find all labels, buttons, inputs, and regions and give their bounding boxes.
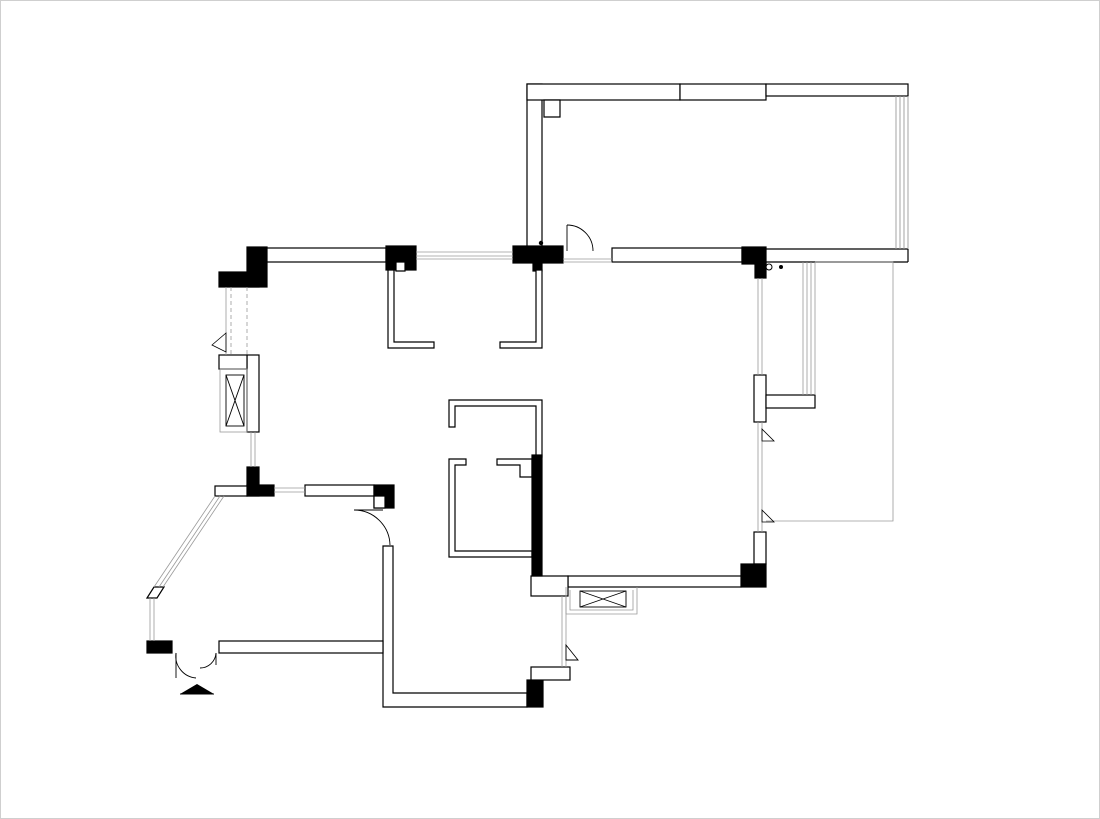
entry-south-wall bbox=[218, 640, 384, 654]
plan-line bbox=[761, 428, 775, 442]
east-wall-pier bbox=[753, 374, 767, 423]
entry-east-wall bbox=[382, 545, 528, 708]
pipe-marker bbox=[765, 263, 773, 271]
plan-line bbox=[565, 643, 579, 661]
entry-notch bbox=[530, 666, 571, 681]
column-s-mid-notch bbox=[373, 495, 386, 509]
ventilation-shaft bbox=[579, 590, 627, 608]
north-wall-segment-west bbox=[263, 247, 387, 263]
column-entry bbox=[146, 640, 173, 654]
north-window bbox=[416, 251, 612, 263]
plan-line bbox=[219, 368, 248, 433]
plan-line bbox=[225, 374, 245, 427]
core-lower bbox=[448, 458, 533, 558]
pipe-marker bbox=[538, 240, 544, 246]
balcony-east-window bbox=[895, 96, 909, 249]
west-stub bbox=[214, 485, 248, 497]
plan-line bbox=[225, 374, 245, 427]
plan-line bbox=[579, 590, 627, 608]
partition-right-hook bbox=[499, 269, 543, 349]
balcony-corner-post bbox=[543, 99, 561, 118]
plan-line bbox=[199, 652, 217, 669]
column-se-entry bbox=[526, 679, 544, 708]
plan-line bbox=[153, 495, 216, 588]
south-wall-segment bbox=[567, 575, 742, 588]
plan-line bbox=[569, 590, 634, 611]
plan-line bbox=[566, 224, 594, 252]
core-spine bbox=[531, 454, 543, 577]
pipe-marker bbox=[779, 265, 783, 269]
entry-bay-window bbox=[149, 495, 567, 667]
living-south-wall bbox=[530, 575, 742, 597]
partition-left-hook bbox=[387, 269, 435, 349]
plan-line bbox=[579, 590, 627, 608]
core-notch bbox=[496, 458, 533, 478]
terrace-outline bbox=[766, 261, 894, 522]
column-ne bbox=[741, 246, 767, 265]
column-n2 bbox=[512, 245, 564, 264]
bay-window-end bbox=[145, 586, 166, 599]
plan-line bbox=[162, 495, 225, 588]
column-nw-ext bbox=[218, 271, 260, 288]
entrance-arrow-icon bbox=[180, 684, 214, 694]
interior-partitions bbox=[387, 269, 543, 577]
east-wall bbox=[740, 374, 816, 588]
column-ne-stub bbox=[754, 261, 767, 279]
balcony-west-wall bbox=[526, 83, 543, 253]
balcony-north-wall-a bbox=[526, 83, 681, 101]
east-wall-pier-low bbox=[753, 531, 767, 565]
north-wall-segment-east bbox=[611, 247, 743, 263]
west-closet bbox=[218, 354, 248, 370]
column-sw-ext bbox=[246, 484, 275, 497]
plan-line bbox=[158, 495, 221, 588]
plan-line bbox=[761, 509, 775, 523]
entry-doors bbox=[175, 509, 579, 679]
column-n1-notch bbox=[395, 261, 406, 272]
south-wall-return bbox=[530, 575, 569, 597]
entry-wing bbox=[145, 545, 571, 708]
north-balcony bbox=[526, 83, 909, 263]
west-shaft bbox=[225, 374, 245, 427]
core-upper bbox=[448, 399, 543, 458]
balcony-north-wall-b bbox=[679, 83, 767, 101]
column-se bbox=[740, 563, 767, 588]
plan-line bbox=[175, 652, 197, 679]
east-doors bbox=[761, 428, 775, 523]
west-window bbox=[219, 287, 305, 493]
living-north-wall bbox=[218, 245, 767, 288]
balcony-door bbox=[566, 224, 594, 252]
plan-line bbox=[353, 509, 391, 546]
south-wall-west bbox=[304, 484, 375, 497]
balcony-north-wall-c bbox=[765, 83, 909, 97]
west-wall bbox=[214, 354, 395, 509]
west-door bbox=[211, 332, 227, 353]
east-terrace-arm bbox=[765, 394, 816, 409]
west-wall-lower bbox=[246, 354, 260, 433]
